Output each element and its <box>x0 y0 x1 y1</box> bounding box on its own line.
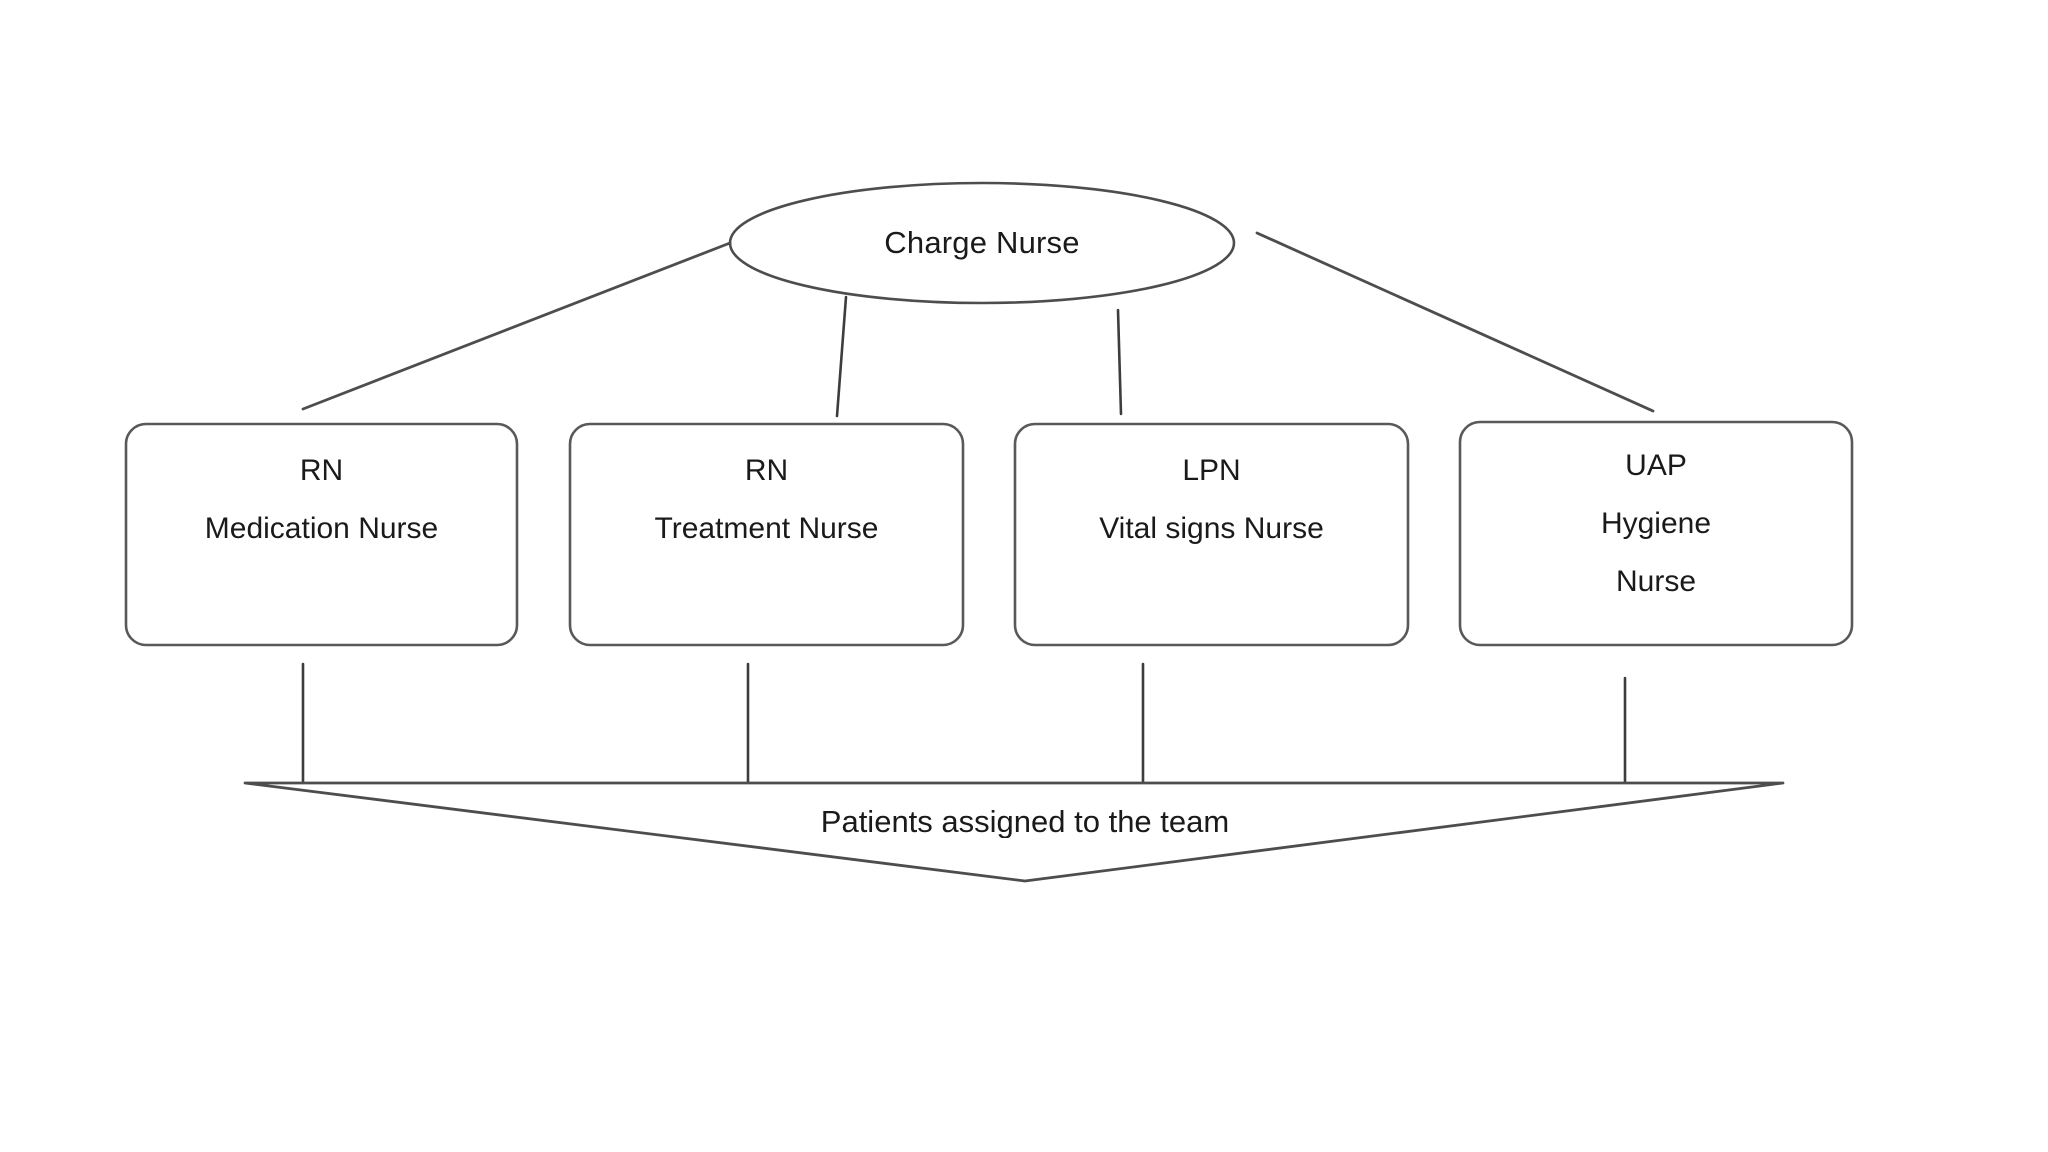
node-label-uap-hygiene-nurse: UAP Hygiene Nurse <box>1460 437 1852 611</box>
node-label-line-1: UAP <box>1625 449 1687 482</box>
node-box-rn-medication-nurse[interactable] <box>124 422 519 647</box>
node-label-line-2: Vital signs Nurse <box>1099 512 1324 545</box>
node-label-rn-treatment-nurse: RN Treatment Nurse <box>570 442 963 558</box>
patients-chevron-shape[interactable] <box>243 781 1785 883</box>
connector-root-to-treatment-nurse <box>835 295 848 418</box>
node-label-line-1: LPN <box>1182 454 1241 487</box>
node-label-line-3: Nurse <box>1615 565 1697 598</box>
node-box-lpn-vital-signs-nurse[interactable] <box>1013 422 1410 647</box>
node-box-uap-hygiene-nurse[interactable] <box>1458 420 1854 647</box>
node-label-lpn-vital-signs-nurse: LPN Vital signs Nurse <box>1015 442 1408 558</box>
connector-root-to-medication-nurse <box>301 241 732 411</box>
connector-root-to-hygiene-nurse <box>1255 231 1655 413</box>
connector-root-to-vital-signs-nurse <box>1116 308 1123 416</box>
node-label-line-2: Medication Nurse <box>204 512 439 545</box>
patients-chevron-label: Patients assigned to the team <box>820 804 1230 838</box>
node-label-line-1: RN <box>299 454 344 487</box>
node-label-line-2: Hygiene <box>1600 507 1712 540</box>
charge-nurse-ellipse[interactable] <box>728 181 1236 305</box>
node-label-line-2: Treatment Nurse <box>654 512 879 545</box>
node-label-rn-medication-nurse: RN Medication Nurse <box>126 442 517 558</box>
node-label-line-1: RN <box>744 454 789 487</box>
node-box-rn-treatment-nurse[interactable] <box>568 422 965 647</box>
